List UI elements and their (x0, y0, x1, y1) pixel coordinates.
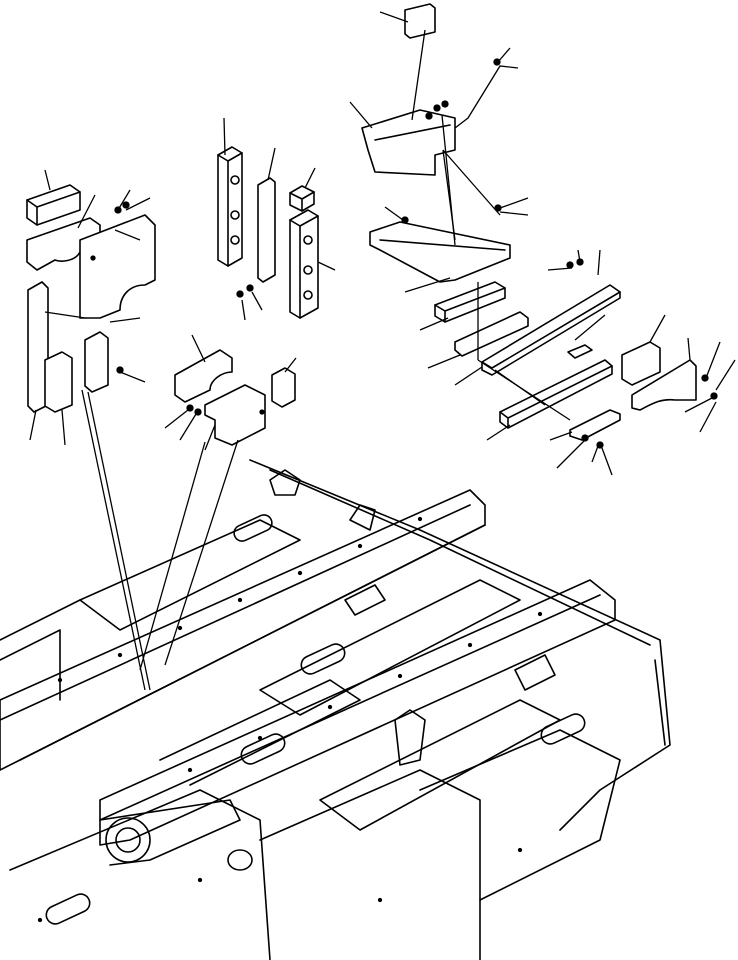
pivot-boss-inner (115, 827, 141, 853)
frame-slot-4 (540, 713, 586, 745)
frame-slot-3 (240, 733, 286, 765)
left-small-pad (44, 351, 73, 413)
center-bolts (236, 284, 254, 298)
right-side-bracket (631, 359, 697, 411)
right-frame-edge (249, 459, 671, 831)
cross-member-1 (79, 519, 301, 631)
frame-hole (227, 849, 253, 871)
center-leader-lines (223, 117, 336, 321)
top-label-plate (404, 3, 436, 39)
long-rail-upper (481, 284, 621, 376)
frame-slot-1 (233, 514, 273, 542)
cutout-plate (174, 349, 233, 403)
floor-plate (369, 221, 511, 283)
right-end-pad (621, 341, 661, 386)
cross-member-2 (259, 579, 521, 716)
left-leader-lines (29, 169, 151, 446)
center-mount-bracket (204, 384, 266, 446)
left-side-plate (79, 214, 156, 319)
right-lower-bracket (569, 409, 621, 441)
frame-slot-2 (300, 643, 346, 675)
mid-bolts (186, 404, 265, 416)
right-leader-lines (349, 11, 736, 476)
angle-bracket (257, 177, 276, 283)
center-frame-rail (99, 579, 616, 846)
vertical-strip-left (217, 146, 243, 267)
vertical-strip-right (289, 209, 319, 319)
frame-hole-dots (37, 516, 543, 923)
top-cover-plate (361, 109, 456, 176)
right-bolts (401, 58, 718, 449)
right-upper-parts (349, 3, 736, 476)
left-pad-top (26, 184, 81, 226)
center-mid-parts (139, 334, 297, 671)
center-upper-parts (217, 117, 336, 321)
small-grommet (567, 344, 593, 359)
cross-member-4 (159, 679, 361, 786)
mid-leader-lines (164, 334, 297, 451)
frame-slot-5 (45, 893, 91, 925)
chassis-frame (0, 459, 671, 960)
left-parts-group (26, 169, 156, 691)
small-square-pad (271, 367, 296, 408)
left-bracket (84, 331, 109, 393)
swing-arm (99, 799, 241, 866)
channel-bar-mid (454, 311, 529, 357)
